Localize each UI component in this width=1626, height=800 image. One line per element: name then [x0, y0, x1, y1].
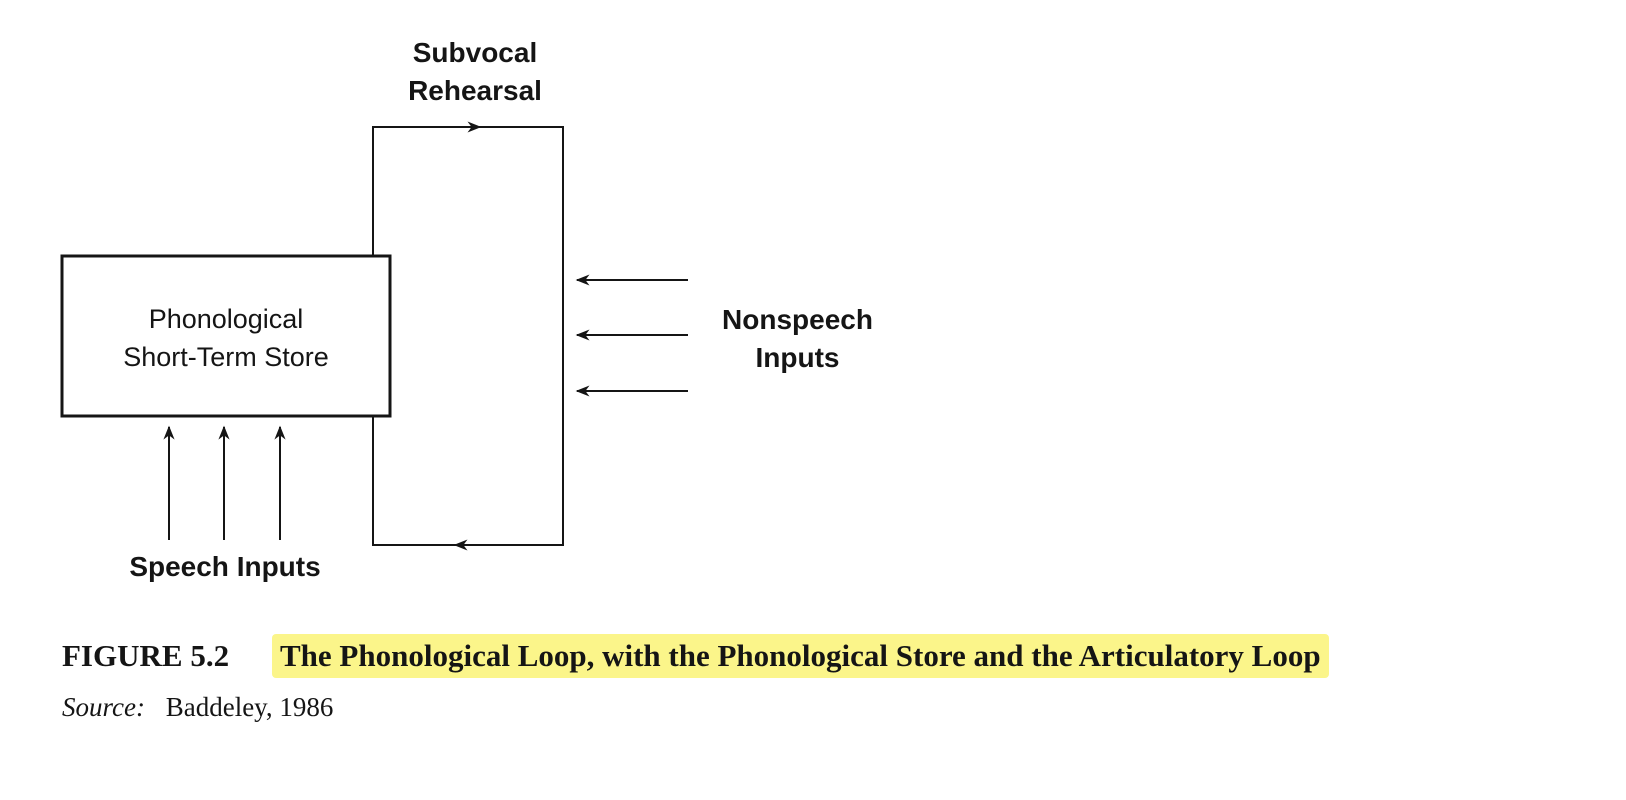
store-label-line1: Phonological [148, 304, 304, 334]
source-value: Baddeley, 1986 [165, 692, 334, 722]
nonspeech-label-line1: Nonspeech [722, 304, 873, 335]
phonological-store-label: Phonological Short-Term Store [62, 300, 390, 376]
subvocal-rehearsal-label: Subvocal Rehearsal [360, 34, 590, 110]
nonspeech-label-line2: Inputs [755, 342, 840, 373]
speech-inputs-label: Speech Inputs [129, 551, 321, 582]
phonological-store-box [60, 254, 392, 418]
figure-caption: FIGURE 5.2 The Phonological Loop, with t… [62, 633, 1329, 679]
figure-number: FIGURE 5.2 [62, 638, 230, 673]
figure-source: Source: Baddeley, 1986 [62, 692, 333, 723]
rehearsal-loop-line [372, 126, 564, 546]
figure-title: The Phonological Loop, with the Phonolog… [272, 634, 1329, 678]
rehearsal-label-line2: Rehearsal [408, 75, 542, 106]
store-label-line2: Short-Term Store [123, 342, 329, 372]
nonspeech-inputs-label: Nonspeech Inputs [690, 301, 905, 377]
rehearsal-label-line1: Subvocal [412, 37, 538, 68]
source-label: Source: [62, 692, 145, 722]
